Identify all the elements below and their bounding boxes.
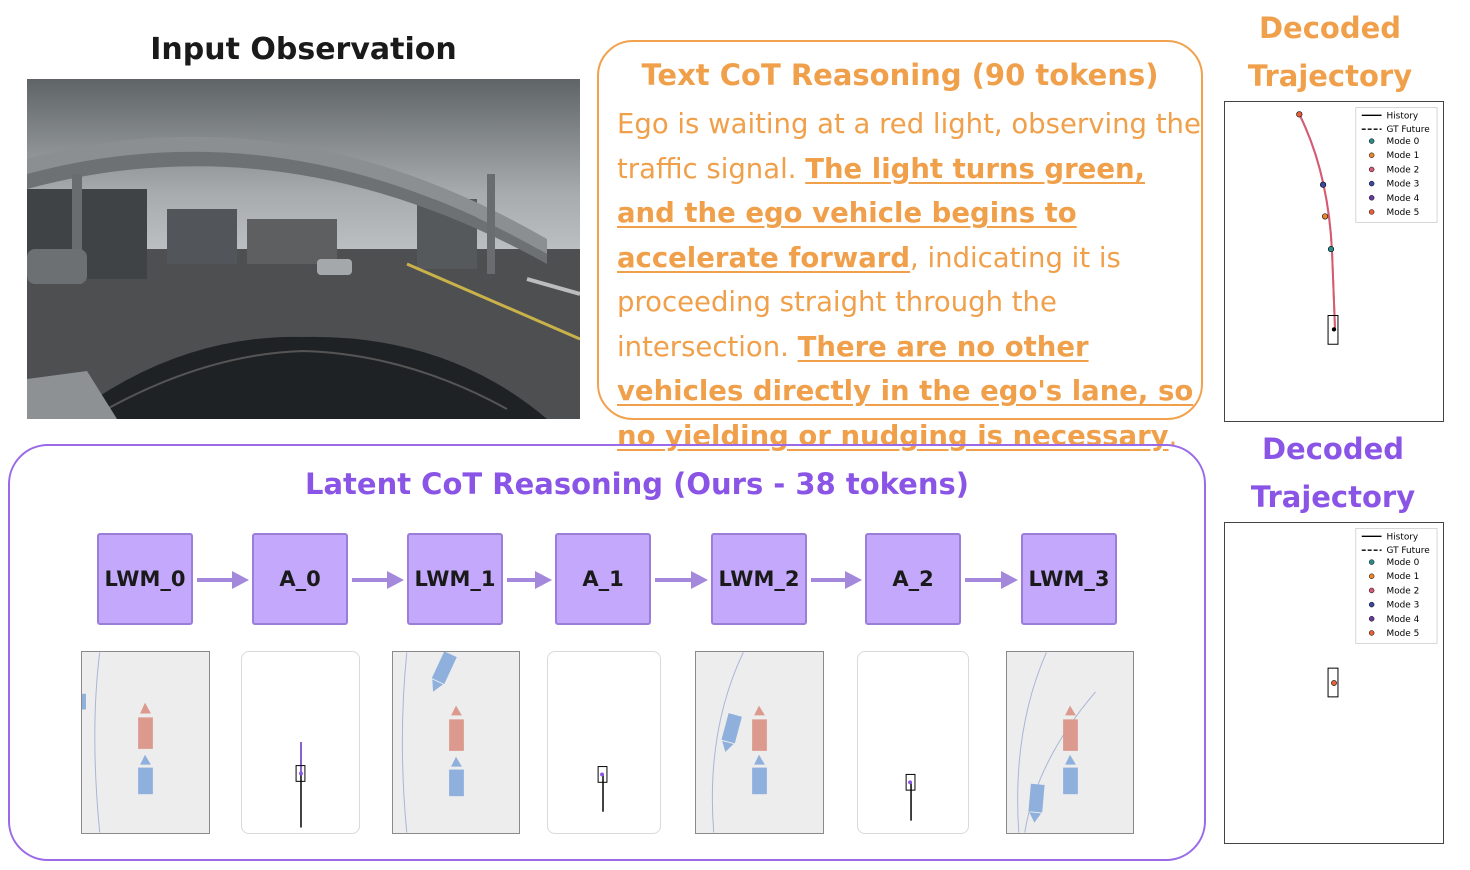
legend-mode-label: Mode 0 bbox=[1387, 558, 1420, 568]
map-thumb-lwm-1 bbox=[392, 651, 520, 834]
legend-mode-marker bbox=[1368, 601, 1375, 608]
decoded-title-bottom-line2: Trajectory bbox=[1250, 480, 1416, 514]
decoded-title-bottom-line1: Decoded bbox=[1261, 432, 1405, 466]
reason-highlight-1: The light turns green, and the ego vehic… bbox=[617, 152, 1145, 274]
action-thumb-a-0 bbox=[241, 651, 360, 834]
text-cot-title: Text CoT Reasoning (90 tokens) bbox=[641, 58, 1159, 92]
camera-photo bbox=[27, 79, 580, 419]
latent-cot-box bbox=[8, 444, 1206, 861]
legend-mode-label: Mode 3 bbox=[1387, 180, 1420, 190]
map-thumb-lwm-2 bbox=[695, 651, 824, 834]
reason-plain-2: , indicating it is proceeding straight t… bbox=[617, 241, 1121, 363]
decoded-title-top-line1: Decoded bbox=[1258, 11, 1402, 45]
legend-mode-label: Mode 4 bbox=[1387, 194, 1420, 204]
action-thumb-a-1 bbox=[547, 651, 661, 834]
map-thumb-lwm-3 bbox=[1006, 651, 1134, 834]
legend-mode-marker bbox=[1368, 180, 1375, 187]
legend-mode-label: Mode 3 bbox=[1387, 601, 1420, 611]
legend-mode-label: Mode 5 bbox=[1387, 629, 1420, 639]
reason-highlight-2: There are no other vehicles directly in … bbox=[617, 330, 1194, 452]
legend-gt-future-bottom: GT Future bbox=[1387, 546, 1430, 556]
latent-cot-title: Latent CoT Reasoning (Ours - 38 tokens) bbox=[304, 467, 970, 501]
legend-mode-marker bbox=[1368, 209, 1375, 215]
node-lwm-1: LWM_1 bbox=[407, 533, 503, 625]
legend-mode-label: Mode 4 bbox=[1387, 615, 1420, 625]
node-a-0: A_0 bbox=[252, 533, 348, 625]
legend-mode-marker bbox=[1368, 559, 1375, 565]
legend-mode-marker bbox=[1368, 616, 1375, 622]
legend-mode-marker bbox=[1368, 195, 1375, 201]
text-cot-box bbox=[597, 40, 1203, 420]
map-thumb-lwm-0 bbox=[81, 651, 210, 834]
action-thumb-a-2 bbox=[857, 651, 969, 834]
decoded-title-top-line2: Trajectory bbox=[1247, 59, 1413, 93]
legend-mode-marker bbox=[1368, 166, 1375, 173]
legend-mode-marker bbox=[1368, 573, 1375, 580]
node-lwm-2: LWM_2 bbox=[711, 533, 807, 625]
legend-gt-future-top: GT Future bbox=[1387, 125, 1430, 135]
legend-mode-label: Mode 2 bbox=[1387, 165, 1420, 175]
node-a-2: A_2 bbox=[865, 533, 961, 625]
node-lwm-0: LWM_0 bbox=[97, 533, 193, 625]
text-cot-reasoning: Ego is waiting at a red light, observing… bbox=[617, 102, 1207, 458]
decoded-trajectory-plot-top: History GT Future Mode 0 Mode 1 Mode 2 Mode… bbox=[1224, 101, 1444, 422]
reason-plain-3: . bbox=[1168, 419, 1178, 452]
legend-mode-marker bbox=[1368, 587, 1375, 594]
node-arrows bbox=[197, 571, 1018, 589]
input-observation-title: Input Observation bbox=[150, 32, 457, 67]
legend-history-top: History bbox=[1387, 111, 1419, 121]
legend-mode-label: Mode 1 bbox=[1387, 151, 1420, 161]
node-lwm-3: LWM_3 bbox=[1021, 533, 1117, 625]
legend-mode-marker bbox=[1368, 630, 1375, 636]
legend-mode-label: Mode 0 bbox=[1387, 137, 1420, 147]
legend-mode-label: Mode 2 bbox=[1387, 586, 1420, 596]
legend-mode-marker bbox=[1368, 138, 1375, 144]
legend-mode-marker bbox=[1368, 152, 1375, 158]
legend-mode-label: Mode 1 bbox=[1387, 572, 1420, 582]
legend-mode-label: Mode 5 bbox=[1387, 208, 1420, 218]
decoded-trajectory-title-bottom: Decoded Trajectory bbox=[1213, 425, 1453, 521]
decoded-trajectory-title-top: Decoded Trajectory bbox=[1210, 4, 1450, 100]
node-a-1: A_1 bbox=[555, 533, 651, 625]
decoded-trajectory-plot-bottom: History GT Future Mode 0 Mode 1 Mode 2 Mode… bbox=[1224, 522, 1444, 844]
legend-history-bottom: History bbox=[1387, 532, 1419, 542]
reason-plain-1: Ego is waiting at a red light, observing… bbox=[617, 108, 1201, 185]
